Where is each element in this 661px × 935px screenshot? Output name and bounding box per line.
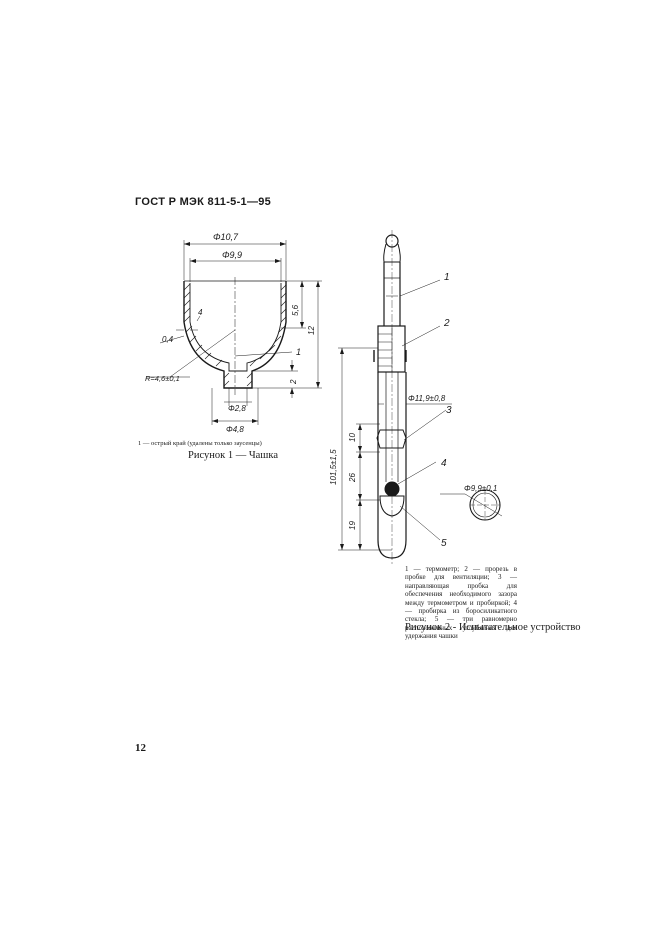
- dim-base-diameter: Φ4,8: [226, 425, 244, 434]
- dim-segment-middle: 26: [348, 473, 357, 483]
- callout-1: 1: [296, 347, 301, 357]
- figure-2-caption: Рисунок 2 - Испытательное устройство: [405, 622, 581, 633]
- callout-edge: 4: [198, 308, 203, 317]
- dim-segment-bottom: 19: [348, 521, 357, 530]
- dim-total-length: 101,5±1,5: [329, 449, 338, 485]
- figure-1-legend: 1 — острый край (удалены только заусенцы…: [138, 440, 262, 447]
- dim-outer-diameter: Φ10,7: [213, 232, 239, 242]
- callout-fig2-4: 4: [441, 458, 447, 469]
- figure-1-caption: Рисунок 1 — Чашка: [188, 450, 278, 461]
- dim-radius: R=4,6±0,1: [145, 374, 180, 383]
- figure-1-cup: [146, 240, 322, 425]
- callout-fig2-2: 2: [443, 318, 450, 329]
- figure-2-legend: 1 — термометр; 2 — прорезь в пробке для …: [405, 565, 517, 641]
- page-number: 12: [135, 742, 146, 754]
- dim-segment-top: 10: [348, 433, 357, 442]
- dim-tube-diameter: Φ9,9±0,1: [464, 484, 497, 493]
- dim-bore-diameter: Φ11,9±0,8: [408, 394, 446, 403]
- dim-wall-thickness: 0,4: [162, 335, 174, 344]
- dim-hole-diameter: Φ2,8: [228, 404, 246, 413]
- callout-fig2-1: 1: [444, 272, 450, 283]
- dim-inner-diameter: Φ9,9: [222, 250, 242, 260]
- figure-2-device: [338, 230, 503, 566]
- dim-inner-height: 5,6: [291, 304, 300, 316]
- dim-total-height: 12: [307, 326, 316, 335]
- callout-fig2-3: 3: [446, 405, 452, 416]
- callout-fig2-5: 5: [441, 538, 447, 549]
- dim-base-height: 2: [289, 379, 298, 385]
- document-header: ГОСТ Р МЭК 811-5-1—95: [135, 196, 272, 208]
